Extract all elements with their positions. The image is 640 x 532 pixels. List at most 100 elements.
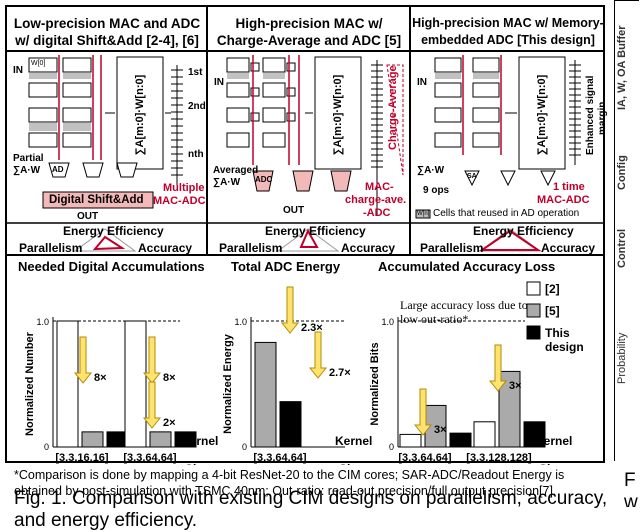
- one-time-label: 1 time: [553, 181, 585, 193]
- figure-drawing: ∑A[m:0]·W[n:0]: [5, 5, 605, 463]
- chart2-bar: [473, 421, 496, 448]
- chart1-ylabel: Normalized Energy: [222, 333, 234, 434]
- footnote: *Comparison is done by mapping a 4-bit R…: [14, 468, 565, 498]
- panel2-adc-label: ADC: [255, 175, 273, 184]
- panel3-sum-label: ∑A·W: [417, 165, 445, 176]
- svg-text:∑A[m:0]·W[n:0]: ∑A[m:0]·W[n:0]: [536, 74, 548, 155]
- chart1-ytick-zero: 0: [242, 442, 247, 452]
- ee-right-3: Accuracy: [541, 241, 596, 255]
- legend-2-label: [2]: [545, 282, 560, 296]
- mac-adc-3-label: MAC-ADC: [537, 194, 590, 206]
- figure-caption: Fig. 1. Comparison with existing CIM des…: [14, 488, 608, 531]
- chart0-kernel-label: Kernel: [181, 434, 218, 448]
- chart2-bar: [498, 370, 521, 448]
- ee-right-2: Accuracy: [341, 241, 396, 255]
- nine-ops-label: 9 ops: [423, 185, 450, 196]
- sa-label: SA: [467, 173, 477, 180]
- ee-left-2: Parallelism: [219, 241, 283, 255]
- chart1-bar: [279, 401, 302, 448]
- panel1-title-line2: w/ digital Shift&Add [2-4], [6]: [15, 33, 199, 48]
- svg-text:∑A[m:0]·W[n:0]: ∑A[m:0]·W[n:0]: [332, 74, 344, 155]
- legend-this-label: This design: [545, 326, 584, 354]
- panel3-title: High-precision MAC w/ Memory- embedded A…: [411, 15, 605, 49]
- margin-label: margin: [597, 101, 608, 135]
- charge-ave-label: charge-ave.: [345, 194, 407, 206]
- chart2-xtick: [3,3,128,128]: [466, 452, 532, 464]
- panel3-title-line2: embedded ADC [This design]: [421, 33, 595, 47]
- ee-left-1: Parallelism: [19, 241, 83, 255]
- panel1-sum-label: ∑A·W: [13, 165, 41, 176]
- arrow-0: [73, 336, 93, 384]
- chart0-bar: [124, 320, 147, 448]
- chart0-ytick-zero: 0: [44, 442, 49, 452]
- panel2-sum-label: ∑A·W: [213, 177, 241, 188]
- annotation-2: 2×: [163, 417, 176, 429]
- radar-2: [276, 228, 340, 252]
- panel2-out-label: OUT: [283, 205, 305, 216]
- panel1-title: Low-precision MAC and ADC w/ digital Shi…: [7, 15, 207, 49]
- chart0-bar: [56, 320, 79, 448]
- accuracy-annotation: Large accuracy loss due to low out-ratio…: [400, 298, 528, 326]
- ee-right-1: Accuracy: [138, 241, 193, 255]
- ee-left-3: Parallelism: [420, 241, 484, 255]
- panel1-out-label: OUT: [77, 211, 99, 222]
- arrow-5: [413, 388, 433, 436]
- chart2-xtick: [3,3,64,64]: [398, 452, 452, 464]
- legend-5-label: [5]: [545, 304, 560, 318]
- chart1-ytick-top: 1.0: [234, 317, 247, 327]
- arrow-6: [488, 344, 508, 392]
- radar-1: [73, 228, 137, 252]
- annotation-6: 3×: [509, 380, 522, 392]
- chart2-bar: [449, 432, 472, 448]
- arrow-3: [280, 286, 300, 334]
- arrow-4: [308, 331, 328, 379]
- digital-shift-add-box: Digital Shift&Add: [49, 194, 144, 206]
- multiple-label: Multiple: [163, 182, 205, 194]
- right-neighbor-strip: IA, W, OA Buffer Config Control Probabil…: [612, 0, 640, 507]
- chart2-ylabel: Normalized Bits: [369, 342, 381, 425]
- averaged-label: Averaged: [213, 165, 259, 176]
- chart1-title: Needed Digital Accumulations: [18, 259, 205, 274]
- label-nth: nth: [188, 149, 204, 160]
- annotation-4: 2.7×: [329, 367, 351, 379]
- panel1-partial-label: Partial: [13, 153, 44, 164]
- chart0-bar: [149, 431, 172, 448]
- figure: ∑A[m:0]·W[n:0]: [5, 5, 608, 505]
- legend-box-this: [526, 325, 541, 340]
- panel2-title-line1: High-precision MAC w/: [235, 16, 383, 31]
- radar-3: [478, 228, 542, 252]
- panel1-circuit: ∑A[m:0]·W[n:0]: [28, 55, 183, 209]
- legend-box-5: [526, 303, 541, 318]
- annotation-0: 8×: [94, 372, 107, 384]
- panel2-title: High-precision MAC w/ Charge-Average and…: [209, 15, 409, 49]
- chart1-kernel-label: Kernel: [335, 434, 372, 448]
- chart1-size-label: Size: [339, 462, 363, 465]
- chart3-title: Accumulated Accuracy Loss: [378, 259, 556, 274]
- panel1-ad-label: AD: [52, 165, 64, 174]
- cells-legend: Cells that reused in AD operation: [433, 208, 580, 219]
- charge-average-label: Charge-Average: [387, 65, 399, 150]
- legend-box-2: [526, 281, 541, 296]
- chart0-bar: [174, 431, 197, 448]
- cells-legend-w: W[n]: [417, 211, 430, 217]
- chart2-ytick-zero: 0: [389, 442, 394, 452]
- chart2-ytick-top: 1.0: [381, 317, 394, 327]
- mac-label: MAC-: [365, 181, 394, 193]
- chart2-kernel-label: Kernel: [535, 434, 572, 448]
- label-1st: 1st: [188, 67, 203, 78]
- svg-text:∑A[m:0]·W[n:0]: ∑A[m:0]·W[n:0]: [134, 74, 146, 155]
- ee-title-2: Energy Efficiency: [265, 224, 366, 238]
- strip-letters: F w: [624, 470, 638, 507]
- panel3-title-line1: High-precision MAC w/ Memory-: [412, 16, 604, 30]
- panel2-circuit: ∑A[m:0]·W[n:0]: [226, 55, 404, 215]
- chart0-ytick-top: 1.0: [36, 317, 49, 327]
- label-2nd: 2nd: [188, 101, 206, 112]
- chart2-title: Total ADC Energy: [231, 259, 341, 274]
- chart0-xtick: [3,3,16,16]: [55, 452, 109, 464]
- annotation-1: 8×: [163, 372, 176, 384]
- panel2-in-label: IN: [214, 77, 224, 88]
- arrow-2: [142, 381, 162, 429]
- chart2-size-label: Size: [539, 462, 563, 465]
- annotation-5: 3×: [434, 424, 447, 436]
